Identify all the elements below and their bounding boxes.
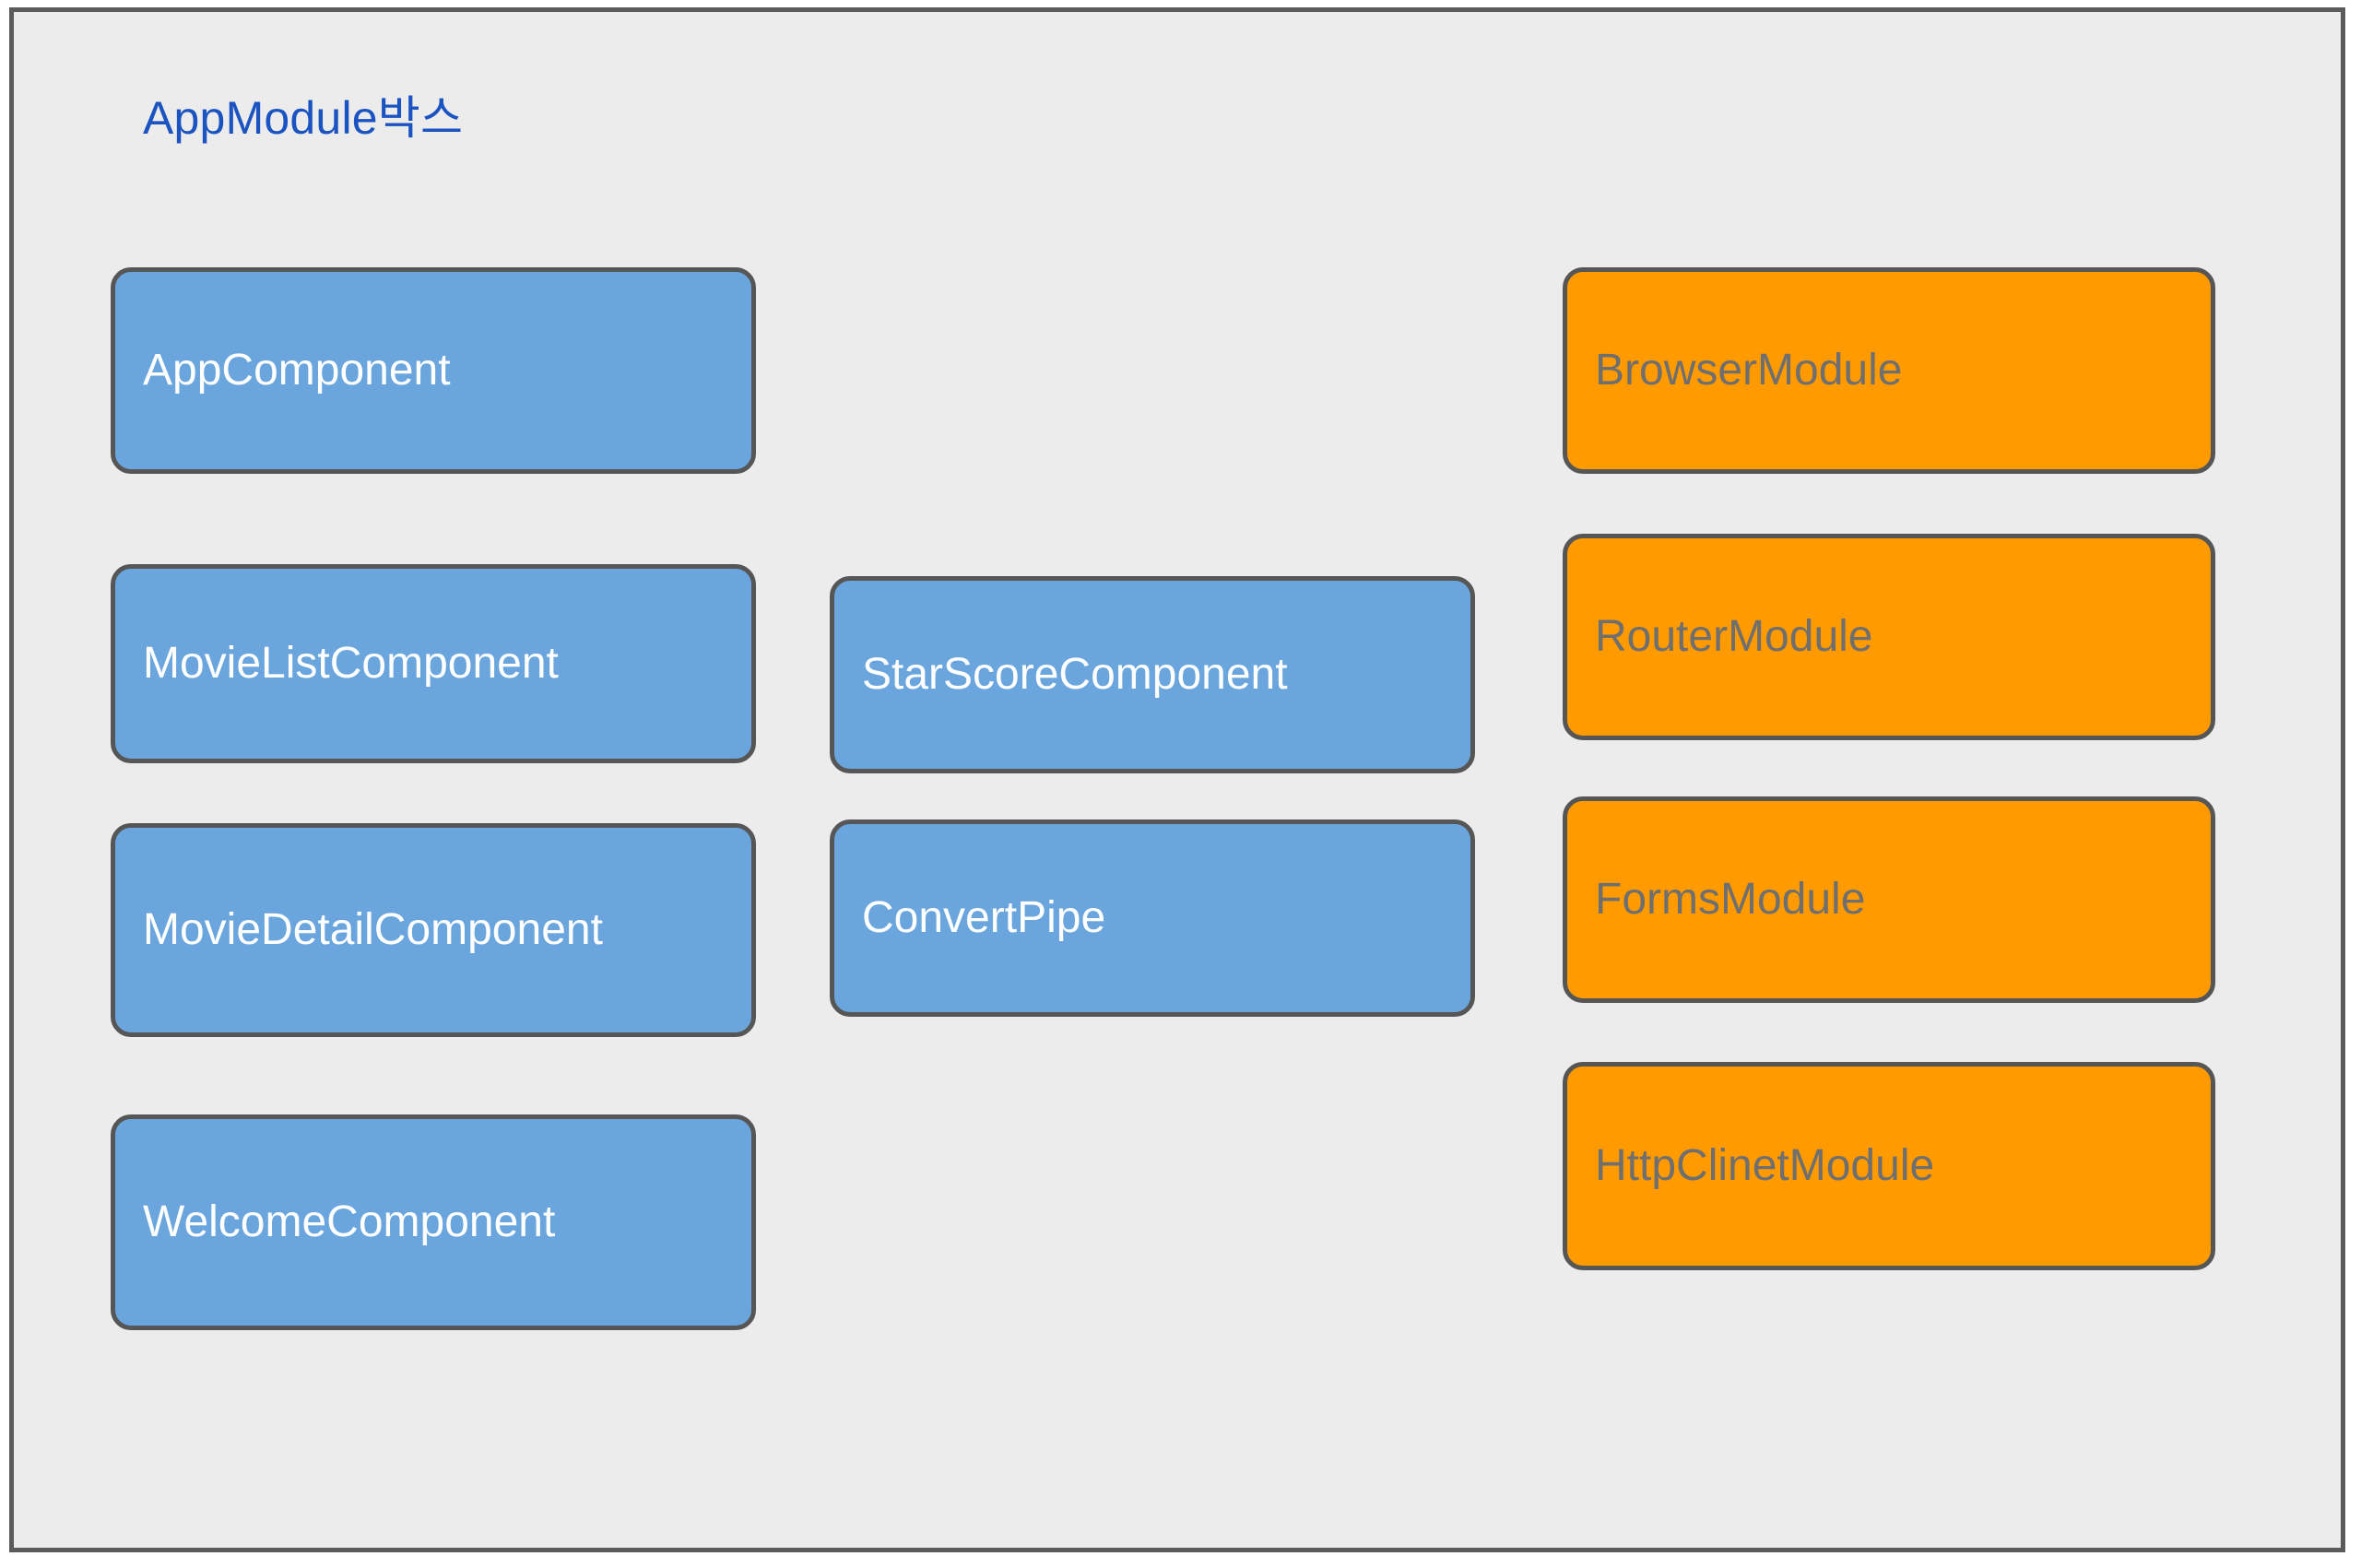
node-label: MovieDetailComponent bbox=[143, 904, 603, 954]
node-movie-list-component[interactable]: MovieListComponent bbox=[111, 564, 756, 763]
appmodule-title: AppModule박스 bbox=[143, 92, 464, 144]
node-welcome-component[interactable]: WelcomeComponent bbox=[111, 1114, 756, 1330]
node-movie-detail-component[interactable]: MovieDetailComponent bbox=[111, 823, 756, 1037]
node-http-clinet-module[interactable]: HttpClinetModule bbox=[1563, 1062, 2215, 1270]
appmodule-container: AppModule박스 AppComponent MovieListCompon… bbox=[9, 7, 2345, 1552]
node-label: BrowserModule bbox=[1595, 345, 1903, 395]
node-label: FormsModule bbox=[1595, 874, 1866, 924]
node-router-module[interactable]: RouterModule bbox=[1563, 534, 2215, 740]
node-label: RouterModule bbox=[1595, 611, 1873, 661]
node-label: WelcomeComponent bbox=[143, 1197, 556, 1246]
node-forms-module[interactable]: FormsModule bbox=[1563, 796, 2215, 1003]
node-convert-pipe[interactable]: ConvertPipe bbox=[830, 819, 1475, 1017]
node-label: StarScoreComponent bbox=[862, 649, 1288, 699]
node-browser-module[interactable]: BrowserModule bbox=[1563, 267, 2215, 474]
node-app-component[interactable]: AppComponent bbox=[111, 267, 756, 474]
node-label: AppComponent bbox=[143, 345, 451, 395]
node-star-score-component[interactable]: StarScoreComponent bbox=[830, 576, 1475, 773]
node-label: ConvertPipe bbox=[862, 892, 1106, 942]
node-label: MovieListComponent bbox=[143, 638, 559, 688]
node-label: HttpClinetModule bbox=[1595, 1140, 1935, 1190]
